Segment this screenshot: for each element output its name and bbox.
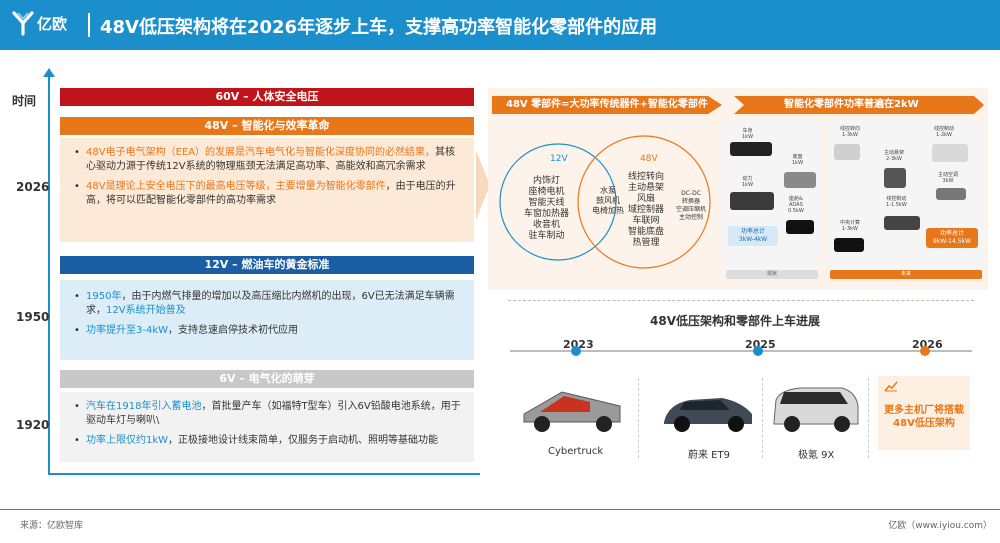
car-name-cybertruck: Cybertruck — [548, 446, 604, 457]
panel-left-title: 48V 零部件=大功率传统器件+智能化零部件 — [492, 96, 722, 114]
venn-12v-list: 内饰灯 座椅电机 智能天线 车窗加热器 收音机 驻车制动 — [524, 176, 570, 241]
logo-text: 亿欧 — [37, 14, 68, 33]
era-48v-box: 48V电子电气架构（EEA）的发展是汽车电气化与智能化深度协同的必然结果，其核心… — [60, 138, 474, 242]
car-name-9x: 极氪 9X — [798, 450, 835, 461]
timeline-base — [48, 473, 480, 475]
et9-image — [664, 398, 752, 432]
timeline-axis — [48, 74, 50, 474]
eps-image — [884, 216, 920, 230]
panel-right-title: 智能化零部件功率普遍在2kW — [734, 96, 984, 114]
brake-image — [932, 144, 968, 162]
era-48v-bullet-1: 48V电子电气架构（EEA）的发展是汽车电气化与智能化深度协同的必然结果，其核心… — [74, 146, 462, 174]
tag-future: 未来 — [830, 270, 982, 279]
steer-image — [834, 144, 860, 160]
footer-divider — [0, 509, 1000, 510]
ac-image — [936, 188, 966, 200]
tag-current: 现状 — [726, 270, 818, 279]
adas-screen-image — [786, 220, 814, 234]
car-name-et9: 蔚来 ET9 — [688, 450, 730, 461]
yiou-logo-icon — [12, 11, 34, 36]
axis-title: 时间 — [12, 94, 37, 108]
era-48v-bar: 48V – 智能化与效率革命 — [60, 117, 474, 135]
trend-up-icon — [884, 381, 898, 392]
year-label-2026: 2026 — [16, 180, 50, 194]
venn-label-48v: 48V — [640, 154, 658, 164]
era-12v-bar: 12V – 燃油车的黄金标准 — [60, 256, 474, 274]
section-divider — [508, 300, 974, 301]
zeekr-9x-image — [773, 387, 859, 432]
cybertruck-image — [523, 391, 621, 432]
page-title: 48V低压架构将在2026年逐步上车，支撑高功率智能化零部件的应用 — [100, 17, 658, 38]
progress-title: 48V低压架构和零部件上车进展 — [650, 314, 820, 328]
footer-source: 来源：亿欧智库 — [20, 521, 84, 531]
progress-dot-2026 — [920, 346, 930, 356]
era-60v-bar: 60V – 人体安全电压 — [60, 88, 474, 106]
era-12v-bullet-2: 功率提升至3-4kW，支持怠速启停技术初代应用 — [74, 324, 462, 338]
more-oem-text: 更多主机厂将搭载48V低压架构 — [884, 405, 964, 429]
progress-dot-2025 — [753, 346, 763, 356]
central-compute-image — [834, 238, 864, 252]
chassis-image — [784, 172, 816, 188]
venn-label-12v: 12V — [550, 154, 568, 164]
car-separator-2 — [762, 378, 763, 458]
progress-year-2026: 2026 — [912, 338, 943, 351]
era-48v-bullet-2: 48V是理论上安全电压下的最高电压等级，主要增量为智能化零部件，由于电压的升高，… — [74, 180, 462, 208]
footer-site: 亿欧（www.iyiou.com） — [888, 521, 992, 531]
voltage-venn-diagram: 12V 48V 内饰灯 座椅电机 智能天线 车窗加热器 收音机 驻车制动 水泵 … — [496, 120, 721, 280]
year-label-1920: 1920 — [16, 418, 50, 432]
suspension-image — [884, 168, 906, 188]
car-separator-3 — [868, 378, 869, 458]
venn-48v-list: 线控转向 主动悬架 风扇 域控制器 车联网 智能底盘 热管理 — [628, 172, 665, 248]
era-6v-box: 汽车在1918年引入蓄电池，首批量产车（如福特T型车）引入6V铅酸电池系统，用于… — [60, 392, 474, 462]
progress-year-2025: 2025 — [745, 338, 776, 351]
era-12v-bullet-1: 1950年，由于内燃气排量的增加以及高压缩比内燃机的出现，6V已无法满足车辆需求… — [74, 290, 462, 318]
venn-overlap-list: 水泵 鼓风机 电椅加热 — [592, 186, 624, 215]
progress-timeline — [510, 350, 972, 352]
axis-arrow-icon — [43, 68, 55, 77]
car-separator-1 — [638, 378, 639, 458]
era-6v-bullet-2: 功率上限仅约1kW，正极接地设计线束简单，仅服务于启动机、照明等基础功能 — [74, 434, 462, 448]
venn-circles — [499, 135, 711, 269]
era-12v-box: 1950年，由于内燃气排量的增加以及高压缩比内燃机的出现，6V已无法满足车辆需求… — [60, 280, 474, 360]
era-6v-bar: 6V – 电气化的萌芽 — [60, 370, 474, 388]
era-6v-bullet-1: 汽车在1918年引入蓄电池，首批量产车（如福特T型车）引入6V铅酸电池系统，用于… — [74, 400, 462, 428]
progress-dot-2023 — [571, 346, 581, 356]
progress-year-2023: 2023 — [563, 338, 594, 351]
logo: 亿欧 — [12, 10, 67, 36]
car-body-image — [730, 142, 772, 156]
panel-pointer-icon — [476, 150, 490, 220]
more-oem-box — [878, 376, 970, 450]
header-divider — [88, 13, 90, 37]
venn-dcdc-list: DC-DC 转换器 空调压缩机 主动控制 — [676, 190, 707, 221]
year-label-1950: 1950 — [16, 310, 50, 324]
powertrain-image — [730, 192, 774, 210]
page-header: 亿欧 48V低压架构将在2026年逐步上车，支撑高功率智能化零部件的应用 — [0, 0, 1000, 50]
